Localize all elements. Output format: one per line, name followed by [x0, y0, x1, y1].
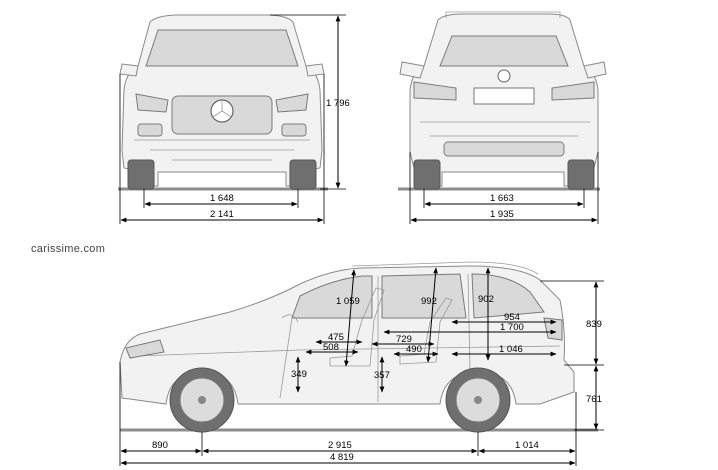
rear-taillight-left — [413, 81, 457, 101]
rear-taillight-right — [551, 81, 595, 101]
side-rear-legroom-label: 729 — [396, 334, 412, 345]
side-trunk-floor-label: 1 046 — [499, 344, 523, 355]
front-bumper-lines — [134, 139, 310, 161]
side-rear-seat-height-label: 357 — [374, 370, 390, 381]
rear-mirror-left — [399, 61, 425, 79]
side-rear-hub — [474, 396, 482, 404]
side-front-hub — [198, 396, 206, 404]
rear-view: 1 663 1 935 — [398, 11, 607, 224]
watermark-text: carissime.com — [31, 243, 106, 255]
front-width-label: 2 141 — [210, 209, 234, 220]
rear-bumper-lines — [420, 121, 590, 137]
front-fog-right — [281, 123, 307, 137]
rear-tyre-right — [567, 159, 595, 190]
front-tyre-right — [289, 159, 317, 190]
side-steering — [281, 314, 299, 323]
front-mirror-right — [305, 63, 325, 77]
front-headlight-right — [275, 93, 309, 113]
front-headlight-left — [135, 93, 169, 113]
side-headroom-mid-label: 992 — [421, 296, 437, 307]
front-height-label: 1 796 — [326, 98, 350, 109]
rear-width-label: 1 935 — [490, 209, 514, 220]
front-windshield — [145, 29, 299, 67]
side-front-legroom-label: 475 — [328, 332, 344, 343]
side-headlight — [125, 339, 165, 359]
front-mirror-left — [119, 63, 139, 77]
side-front-seat — [329, 287, 385, 367]
side-cabin-label: 1 700 — [500, 322, 524, 333]
side-wheelbase-label: 2 915 — [328, 440, 352, 451]
side-front-seat-height-label: 349 — [291, 369, 307, 380]
side-headroom-rear-label: 902 — [478, 294, 494, 305]
rear-plate — [473, 87, 535, 105]
rear-tyre-left — [413, 159, 441, 190]
front-tyre-left — [127, 159, 155, 190]
side-front-seat-depth-label: 508 — [323, 342, 339, 353]
front-view: 1 796 1 648 2 141 — [118, 14, 350, 224]
front-fog-left — [137, 123, 163, 137]
front-star-lines — [212, 100, 232, 118]
front-track-label: 1 648 — [210, 193, 234, 204]
side-trunk-upper-label: 954 — [504, 312, 520, 323]
rear-mirror-right — [583, 61, 607, 79]
side-headroom-front-label: 1 059 — [336, 296, 360, 307]
rear-star-emblem — [497, 69, 511, 83]
side-rear-upper-height-label: 839 — [586, 319, 602, 330]
side-roof-rail — [351, 261, 539, 275]
side-rear-lower-height-label: 761 — [586, 394, 602, 405]
side-view: 1 059 992 902 954 1 700 1 046 475 508 72… — [119, 261, 604, 466]
rear-roof-rail — [445, 11, 561, 18]
side-front-overhang-label: 890 — [152, 440, 168, 451]
rear-diffuser — [443, 141, 565, 157]
side-rear-overhang-label: 1 014 — [515, 440, 539, 451]
rear-track-label: 1 663 — [490, 193, 514, 204]
side-overall-length-label: 4 819 — [330, 452, 354, 463]
side-character-line — [135, 345, 561, 357]
side-rear-seat-depth-label: 490 — [406, 344, 422, 355]
rear-window — [439, 35, 569, 67]
